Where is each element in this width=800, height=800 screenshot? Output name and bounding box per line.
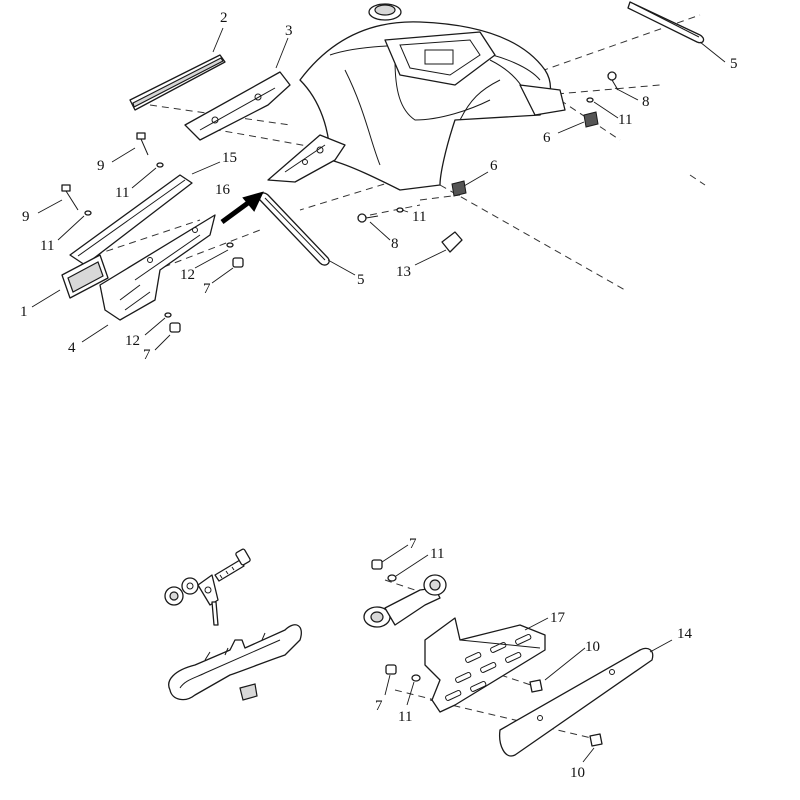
license-bracket-assembly: 7 11 17 10 14 7 11 10	[363, 536, 693, 781]
callout-7-bottom-left: 7	[375, 698, 383, 714]
grab-rail	[168, 624, 302, 701]
callout-7-upper: 7	[203, 281, 211, 297]
leader-lines-top	[31, 27, 726, 351]
callout-7-lower: 7	[143, 347, 151, 363]
callout-11-bottom-left: 11	[398, 709, 412, 725]
plate-2	[129, 54, 226, 111]
callout-9-upper: 9	[97, 158, 105, 174]
long-bolt	[214, 548, 251, 582]
leader-lines-bottom	[381, 544, 673, 763]
callout-2: 2	[220, 10, 228, 26]
callouts-top: 2 3 5 8 11 6 6 15 16 9 11 9 11 11 8 13 5…	[20, 10, 738, 363]
callout-11-center: 11	[412, 209, 426, 225]
callout-15: 15	[222, 150, 237, 166]
callout-13: 13	[396, 264, 411, 280]
rubber-strip-5-top	[627, 1, 705, 44]
washers-11-top	[84, 97, 594, 318]
clips-6	[451, 111, 599, 197]
mounting-stud	[197, 574, 219, 626]
grab-rail-assembly	[164, 548, 302, 701]
clip-13	[441, 231, 463, 253]
rubber-strip-5-bottom	[257, 192, 330, 266]
callout-6-mid: 6	[490, 158, 498, 174]
bracket-3	[184, 71, 291, 141]
callout-1: 1	[20, 304, 28, 320]
callout-6-right: 6	[543, 130, 551, 146]
bolts-10	[529, 679, 603, 747]
callout-11-lower: 11	[40, 238, 54, 254]
callout-5-bottom: 5	[357, 272, 365, 288]
nuts-7-top	[169, 257, 244, 333]
callout-5-top: 5	[730, 56, 738, 72]
callout-16: 16	[215, 182, 231, 198]
bolt-9-lower	[61, 184, 79, 211]
bracket-4	[99, 214, 216, 321]
callout-17: 17	[550, 610, 566, 626]
nuts-washers-bottom	[371, 559, 421, 682]
callout-8-top: 8	[642, 94, 650, 110]
bushings	[164, 577, 199, 606]
bolt-9-upper	[136, 132, 149, 156]
callout-10-lower: 10	[570, 765, 585, 781]
pivot-arm	[363, 574, 447, 628]
callouts-bottom: 7 11 17 10 14 7 11 10	[375, 536, 693, 781]
screws-8-top	[357, 71, 619, 223]
callout-14: 14	[677, 626, 693, 642]
bracket-plate-17	[424, 617, 546, 713]
callout-11-upper: 11	[115, 185, 129, 201]
callout-11-bottom-top: 11	[430, 546, 444, 562]
rear-fender	[267, 3, 566, 191]
callout-4: 4	[68, 340, 76, 356]
callout-12-upper: 12	[180, 267, 195, 283]
callout-8-center: 8	[391, 236, 399, 252]
callout-9-lower: 9	[22, 209, 30, 225]
callout-7-bottom-top: 7	[409, 536, 417, 552]
plate-15	[69, 174, 193, 266]
callout-10-upper: 10	[585, 639, 600, 655]
highlight-arrow	[220, 191, 264, 225]
callout-3: 3	[285, 23, 293, 39]
rear-fender-assembly: 2 3 5 8 11 6 6 15 16 9 11 9 11 11 8 13 5…	[20, 1, 738, 363]
plate-14	[499, 647, 654, 757]
callout-12-lower: 12	[125, 333, 140, 349]
reflector-1	[61, 254, 109, 299]
callout-11-right: 11	[618, 112, 632, 128]
